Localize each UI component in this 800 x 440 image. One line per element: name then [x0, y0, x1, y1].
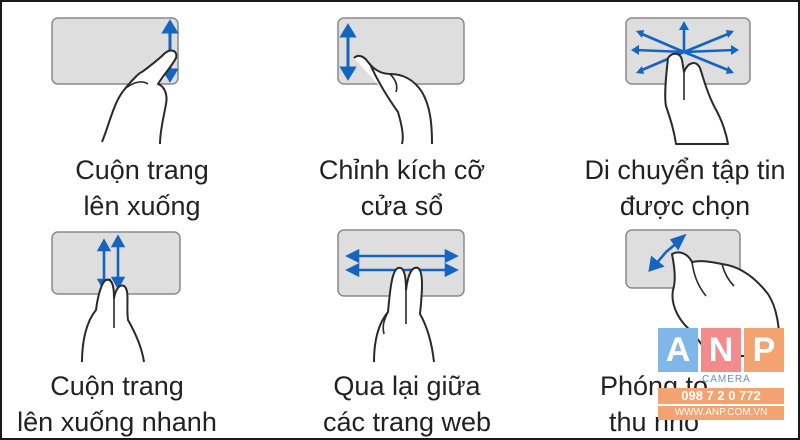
anp-watermark-logo: A N P CAMERA 098 7 2 0 772 WWW.ANP.COM.V… — [658, 328, 784, 436]
two-finger-vertical-scroll-icon — [51, 17, 179, 145]
gesture-fast-scroll: Cuộn trang lên xuống nhanh — [2, 224, 232, 437]
logo-tiles: A N P — [658, 328, 784, 372]
gesture-resize: Chỉnh kích cỡ cửa sổ — [292, 10, 512, 222]
logo-site: WWW.ANP.COM.VN — [658, 406, 784, 420]
caption-line-2: cửa sổ — [360, 191, 444, 221]
caption-line-1: Qua lại giữa — [333, 371, 481, 401]
gesture-caption: Di chuyển tập tin được chọn — [572, 152, 798, 224]
caption-line-2: các trang web — [322, 407, 492, 437]
horizontal-swipe-icon — [337, 229, 465, 363]
caption-line-2: lên xuống nhanh — [17, 407, 217, 437]
gesture-caption: Cuộn trang lên xuống — [32, 152, 252, 224]
gesture-caption: Cuộn trang lên xuống nhanh — [2, 368, 232, 438]
logo-phone: 098 7 2 0 772 — [658, 388, 784, 404]
gesture-caption: Chỉnh kích cỡ cửa sổ — [292, 152, 512, 224]
logo-tile-p: P — [744, 328, 784, 372]
gesture-move-files: Di chuyển tập tin được chọn — [572, 10, 798, 222]
one-finger-resize-icon — [337, 17, 465, 145]
gesture-scroll: Cuộn trang lên xuống — [32, 10, 252, 222]
caption-line-2: lên xuống — [83, 191, 201, 221]
gesture-switch-pages: Qua lại giữa các trang web — [292, 224, 522, 437]
caption-line-1: Chỉnh kích cỡ — [318, 155, 486, 185]
multi-direction-move-icon — [625, 17, 751, 145]
caption-line-2: được chọn — [619, 191, 751, 221]
logo-tile-a: A — [658, 328, 698, 372]
gesture-caption: Qua lại giữa các trang web — [292, 368, 522, 438]
caption-line-1: Di chuyển tập tin — [584, 155, 786, 185]
logo-word: CAMERA — [702, 374, 751, 385]
two-finger-fast-scroll-icon — [51, 231, 181, 363]
caption-line-1: Cuộn trang — [50, 371, 184, 401]
caption-line-1: Cuộn trang — [75, 155, 209, 185]
logo-tile-n: N — [701, 328, 741, 372]
